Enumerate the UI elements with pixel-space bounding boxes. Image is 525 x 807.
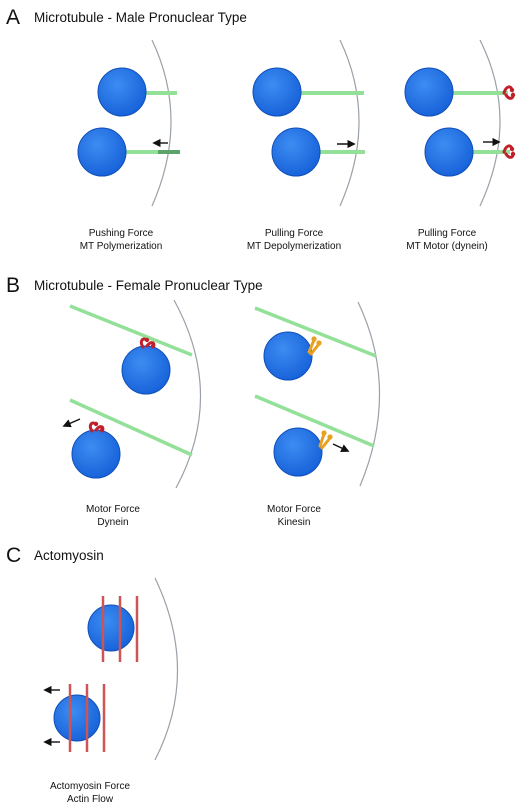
microtubule <box>254 306 377 358</box>
section-b-letter: B <box>6 274 20 297</box>
force-arrow-left <box>62 418 81 428</box>
cell-cortex <box>154 577 178 761</box>
section-a-letter: A <box>6 6 20 29</box>
caption-a1-line1: Pushing Force <box>89 228 154 239</box>
panel-actomyosin <box>43 577 178 761</box>
dynein-motor-icon <box>139 337 156 349</box>
pronucleus <box>263 331 313 381</box>
cell-cortex <box>357 301 381 487</box>
section-a-title: Microtubule - Male Pronuclear Type <box>34 10 247 25</box>
pronucleus <box>97 67 147 117</box>
cell-cortex <box>151 39 172 207</box>
pronucleus <box>77 127 127 177</box>
microtubule <box>69 398 193 457</box>
dynein-motor-icon <box>502 85 516 100</box>
pronucleus <box>53 694 101 742</box>
caption-b1-line1: Motor Force <box>86 504 140 515</box>
cell-cortex <box>339 39 360 207</box>
caption-b1-line2: Dynein <box>97 517 128 528</box>
section-b: B Microtubule - Female Pronuclear Type <box>6 274 381 528</box>
panel-pulling-depolymerization <box>252 39 365 207</box>
pronucleus <box>87 604 135 652</box>
microtubule <box>254 394 375 448</box>
caption-b2-line2: Kinesin <box>278 517 311 528</box>
section-c: C Actomyosin Actomyosin Force Actin Flow <box>6 544 178 805</box>
caption-a3-line1: Pulling Force <box>418 228 477 239</box>
pronucleus <box>273 427 323 477</box>
microtubule <box>69 304 193 357</box>
dynein-motor-icon <box>502 144 516 159</box>
caption-a1-line2: MT Polymerization <box>80 241 163 252</box>
pronucleus <box>404 67 454 117</box>
kinesin-motor-icon <box>307 336 322 356</box>
force-arrow-right <box>332 443 350 452</box>
kinesin-motor-icon <box>318 430 333 450</box>
panel-motor-kinesin <box>254 301 381 487</box>
pronucleus <box>71 429 121 479</box>
section-c-letter: C <box>6 544 21 567</box>
caption-a3-line2: MT Motor (dynein) <box>406 241 488 252</box>
pronucleus <box>271 127 321 177</box>
panel-motor-dynein <box>62 299 202 489</box>
caption-c1-line2: Actin Flow <box>67 794 114 805</box>
section-b-title: Microtubule - Female Pronuclear Type <box>34 278 263 293</box>
cell-cortex <box>173 299 202 489</box>
dynein-motor-icon <box>88 421 105 433</box>
pronucleus <box>424 127 474 177</box>
section-a: A Microtubule - Male Pronuclear Type <box>6 6 516 252</box>
caption-c1-line1: Actomyosin Force <box>50 781 130 792</box>
panel-pushing-force <box>77 39 180 207</box>
section-c-title: Actomyosin <box>34 548 104 563</box>
pronucleus <box>252 67 302 117</box>
caption-a2-line1: Pulling Force <box>265 228 324 239</box>
pronucleus <box>121 345 171 395</box>
panel-pulling-dynein <box>404 39 516 207</box>
cell-cortex <box>479 39 501 207</box>
caption-b2-line1: Motor Force <box>267 504 321 515</box>
caption-a2-line2: MT Depolymerization <box>247 241 341 252</box>
